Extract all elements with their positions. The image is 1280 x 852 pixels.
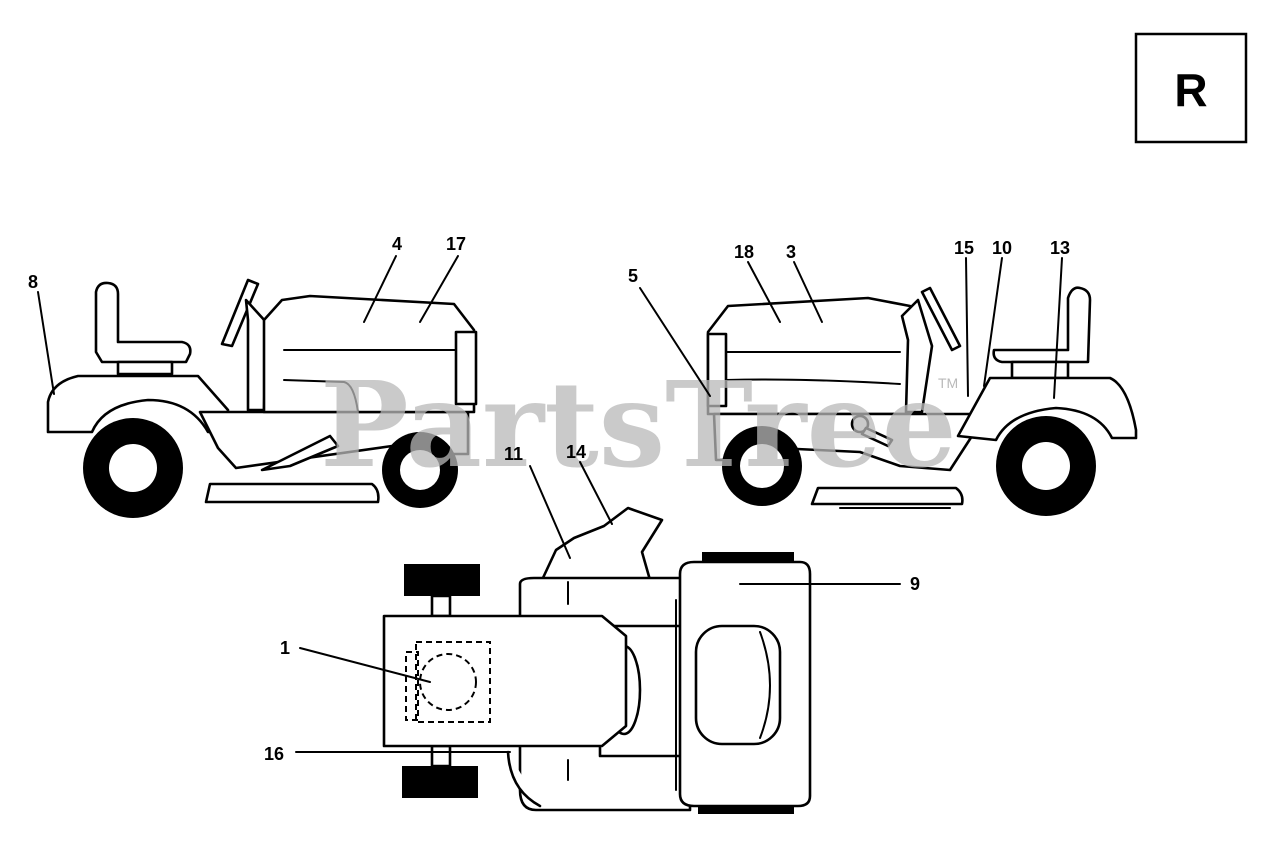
tractor-left-side-view xyxy=(46,278,478,518)
page-badge: R xyxy=(1134,32,1248,144)
callout-labels: 8 4 17 5 18 3 15 10 13 11 14 9 1 16 xyxy=(28,234,1070,764)
tractor-right-side-view xyxy=(706,286,1138,516)
tractor-top-view xyxy=(382,506,812,814)
callout-18: 18 xyxy=(734,242,754,262)
watermark-trademark: TM xyxy=(938,375,958,391)
callout-1: 1 xyxy=(280,638,290,658)
callout-9: 9 xyxy=(910,574,920,594)
callout-13: 13 xyxy=(1050,238,1070,258)
callout-17: 17 xyxy=(446,234,466,254)
watermark: PartsTree TM xyxy=(320,355,958,494)
callout-5: 5 xyxy=(628,266,638,286)
callout-14: 14 xyxy=(566,442,586,462)
callout-11: 11 xyxy=(504,444,523,464)
callout-15: 15 xyxy=(954,238,974,258)
callout-4: 4 xyxy=(392,234,402,254)
page-badge-letter: R xyxy=(1174,64,1207,116)
leader-lines xyxy=(37,255,1063,753)
callout-10: 10 xyxy=(992,238,1012,258)
callout-8: 8 xyxy=(28,272,38,292)
watermark-text: PartsTree xyxy=(320,355,957,494)
callout-16: 16 xyxy=(264,744,284,764)
callout-3: 3 xyxy=(786,242,796,262)
